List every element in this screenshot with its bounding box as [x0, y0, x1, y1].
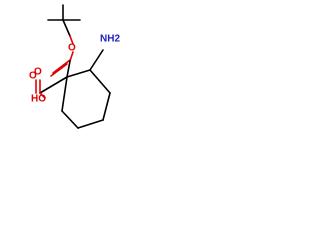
- structure-canvas: O O O HO NH2: [0, 0, 150, 150]
- ring-bond-2: [89, 69, 111, 94]
- ester-o-bond-upper: [69, 35, 74, 45]
- ester-carbonyl-double-bond-2: [50, 63, 68, 77]
- ring-bond-5: [61, 110, 79, 129]
- ester-to-ring-bond: [66, 60, 71, 78]
- ester-carbonyl-oxygen-label: O: [29, 71, 37, 82]
- ring-bond-3: [102, 92, 111, 121]
- tbu-bond-down: [62, 19, 71, 37]
- ester-carbonyl-double-bond-1: [52, 59, 71, 74]
- acid-carbonyl-oxygen-label: O: [34, 67, 42, 78]
- acid-carbon-bond: [39, 76, 68, 94]
- ring-bond-1: [66, 69, 91, 78]
- ester-oxygen-label: O: [68, 43, 76, 54]
- amine-bond: [89, 49, 104, 71]
- molecule-drawing: O O O HO NH2: [29, 4, 120, 129]
- acid-oh-bond: [39, 92, 46, 99]
- acid-hydroxyl-label: HO: [31, 94, 46, 105]
- ring-bond-6: [61, 76, 68, 112]
- amine-label: NH2: [100, 34, 120, 45]
- ring-bond-4: [77, 119, 104, 129]
